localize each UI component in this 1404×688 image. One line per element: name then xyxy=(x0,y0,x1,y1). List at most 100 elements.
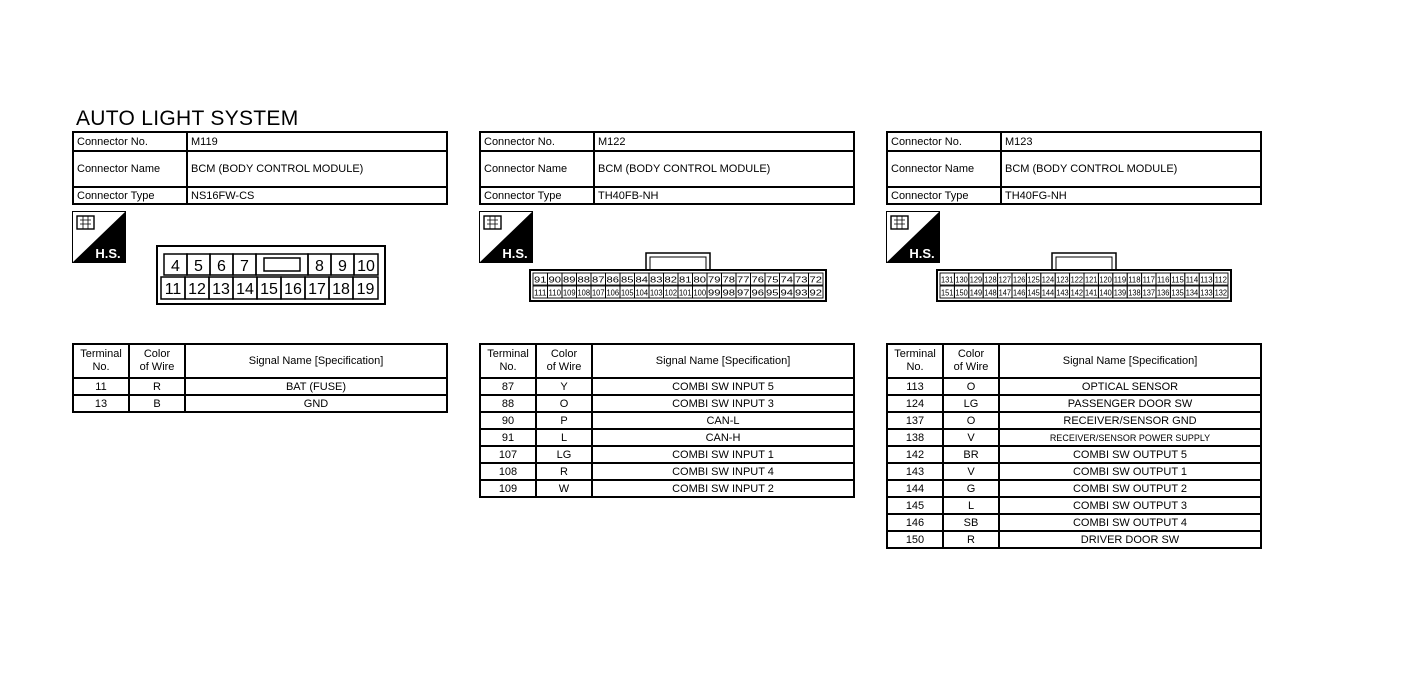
wire-color: LG xyxy=(942,394,1000,413)
pin-label: 96 xyxy=(752,289,765,298)
pin-label: 118 xyxy=(1128,276,1141,285)
pin-label: 19 xyxy=(357,281,375,298)
connector-lock xyxy=(263,257,301,272)
signal-header: Signal Name [Specification] xyxy=(184,343,448,379)
signal-name: DRIVER DOOR SW xyxy=(998,530,1262,549)
signal-name: COMBI SW INPUT 4 xyxy=(591,462,855,481)
pin-label: 115 xyxy=(1171,276,1184,285)
page-title: AUTO LIGHT SYSTEM xyxy=(76,107,299,130)
connector-name-label: Connector Name xyxy=(72,150,188,188)
pin-label: 100 xyxy=(694,289,707,298)
wire-color: R xyxy=(535,462,593,481)
pin-cell xyxy=(808,285,824,299)
pin-label: 133 xyxy=(1200,289,1213,298)
connector-type-label: Connector Type xyxy=(72,186,188,205)
pin-label: 6 xyxy=(217,258,226,275)
pin-label: 99 xyxy=(708,289,721,298)
pin-label: 12 xyxy=(188,281,206,298)
signal-name: RECEIVER/SENSOR POWER SUPPLY xyxy=(998,428,1262,447)
connector-body xyxy=(936,269,1232,302)
pin-label: 93 xyxy=(795,289,808,298)
pin-label: 104 xyxy=(636,289,649,298)
pin-label: 135 xyxy=(1171,289,1184,298)
pin-label: 142 xyxy=(1071,289,1084,298)
pin-label: 80 xyxy=(694,276,707,285)
wire-color: G xyxy=(942,479,1000,498)
pin-label: 139 xyxy=(1114,289,1127,298)
pin-label: 121 xyxy=(1085,276,1098,285)
pin-label: 16 xyxy=(284,281,302,298)
wire-color: V xyxy=(942,428,1000,447)
signal-name: COMBI SW OUTPUT 5 xyxy=(998,445,1262,464)
wire-color: P xyxy=(535,411,593,430)
terminal-no: 109 xyxy=(479,479,537,498)
hs-icon: H.S. xyxy=(886,211,940,263)
pin-label: 73 xyxy=(795,276,808,285)
pin-label: 112 xyxy=(1215,276,1228,285)
pin-label: 132 xyxy=(1215,289,1228,298)
pin-label: 147 xyxy=(999,289,1012,298)
pin-label: 141 xyxy=(1085,289,1098,298)
terminal-no: 87 xyxy=(479,377,537,396)
pin-label: 134 xyxy=(1186,289,1199,298)
pin-label: 114 xyxy=(1186,276,1199,285)
pin-label: 15 xyxy=(260,281,278,298)
pin-label: 123 xyxy=(1056,276,1069,285)
signal-name: COMBI SW INPUT 5 xyxy=(591,377,855,396)
wire-color: Y xyxy=(535,377,593,396)
connector-no-label: Connector No. xyxy=(479,131,595,152)
connector-no-label: Connector No. xyxy=(72,131,188,152)
connector-latch xyxy=(649,256,707,270)
wire-color: BR xyxy=(942,445,1000,464)
pin-cell xyxy=(808,272,824,286)
pin-label: 150 xyxy=(955,289,968,298)
signal-header: Signal Name [Specification] xyxy=(591,343,855,379)
signal-name: COMBI SW OUTPUT 2 xyxy=(998,479,1262,498)
connector-no-value: M122 xyxy=(593,131,855,152)
terminal-no: 143 xyxy=(886,462,944,481)
connector-no-value: M119 xyxy=(186,131,448,152)
pin-label: 127 xyxy=(999,276,1012,285)
connector-latch xyxy=(1051,252,1117,270)
connector-type-label: Connector Type xyxy=(479,186,595,205)
connector-type-value: NS16FW-CS xyxy=(186,186,448,205)
pin-label: 110 xyxy=(549,289,562,298)
pin-label: 128 xyxy=(984,276,997,285)
pin-label: 78 xyxy=(723,276,736,285)
terminal-no: 113 xyxy=(886,377,944,396)
signal-name: GND xyxy=(184,394,448,413)
pin-label: 14 xyxy=(236,281,254,298)
connector-name-value: BCM (BODY CONTROL MODULE) xyxy=(186,150,448,188)
pin-label: 91 xyxy=(534,276,547,285)
terminal-no: 88 xyxy=(479,394,537,413)
pin-label: 103 xyxy=(650,289,663,298)
wire-color: L xyxy=(942,496,1000,515)
signal-name: BAT (FUSE) xyxy=(184,377,448,396)
connector-no-value: M123 xyxy=(1000,131,1262,152)
pin-label: 86 xyxy=(607,276,620,285)
hs-icon: H.S. xyxy=(72,211,126,263)
pin-label: 122 xyxy=(1071,276,1084,285)
pin-label: 149 xyxy=(970,289,983,298)
wire-color: W xyxy=(535,479,593,498)
pin-label: 92 xyxy=(810,289,823,298)
connector-latch xyxy=(645,252,711,270)
pin-label: 81 xyxy=(679,276,692,285)
terminal-no: 11 xyxy=(72,377,130,396)
pin-label: 77 xyxy=(737,276,750,285)
pin-label: 130 xyxy=(955,276,968,285)
connector-latch xyxy=(1055,256,1113,270)
